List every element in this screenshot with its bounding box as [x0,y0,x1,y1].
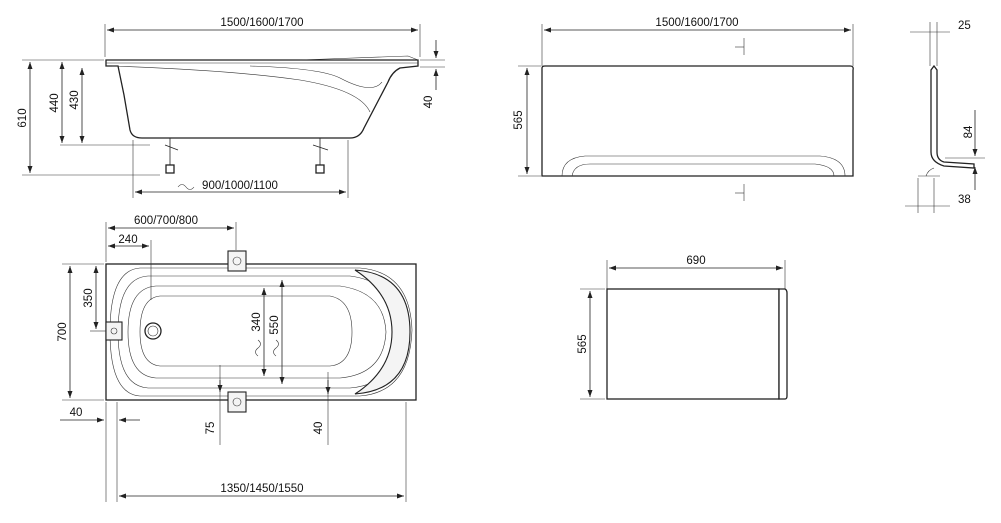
side-height-total-label: 610 [17,108,29,127]
side-view: 1500/1600/1700 610 440 430 [17,17,445,198]
top-550-label: 550 [269,315,281,334]
top-340-label: 340 [251,312,263,331]
end-panel-view: 690 565 [577,255,788,400]
rim-contour [109,267,413,397]
headrest-contour [299,55,419,61]
end-panel-edge [778,288,788,400]
top-edge-label: 40 [70,407,83,419]
bracket-top-hole [232,256,242,266]
leg-left [164,138,179,174]
top-width-label: 700 [57,322,69,341]
top-offset-b-label: 240 [118,234,137,246]
front-panel-body [541,65,854,177]
panel-cutout [561,155,846,177]
drain-outer [144,322,162,340]
top-inner-length-label: 1350/1450/1550 [220,483,303,495]
front-panel-view: 1500/1600/1700 565 [513,17,854,201]
end-height-label: 565 [577,334,589,353]
inner-contour [249,65,383,88]
holder-left-hole [110,327,118,335]
inner-contour-2 [127,285,387,379]
holder-left [105,321,123,341]
leg-right [312,138,329,174]
side-leg-span-label: 900/1000/1100 [202,180,278,192]
side-rim-label: 40 [423,96,435,109]
bracket-top [227,250,247,272]
end-panel-body [606,288,780,400]
approx-symbol [273,339,279,357]
top-40b-label: 40 [313,422,325,435]
top-inner-label: 350 [83,288,95,307]
bathtub-side-body [105,59,419,139]
side-length-label: 1500/1600/1700 [220,17,303,29]
profile-bottom-label: 38 [958,194,971,206]
approx-symbol [177,184,195,190]
profile-mid-label: 84 [963,125,975,138]
profile-foot [925,167,935,177]
side-height-inner-label: 430 [69,90,81,109]
panel-height-label: 565 [513,110,525,129]
approx-symbol [255,339,261,357]
side-height-outer-label: 440 [49,93,61,112]
drain-inner [147,325,159,337]
panel-length-label: 1500/1600/1700 [655,17,738,29]
profile-top-label: 25 [958,20,971,32]
panel-cutout-inner [571,163,835,177]
inner-contour [111,65,371,113]
panel-profile-shape [930,64,975,169]
end-length-label: 690 [686,255,705,267]
bracket-bottom-hole [232,397,242,407]
top-75-label: 75 [205,422,217,435]
headrest [354,269,411,395]
top-offset-a-label: 600/700/800 [134,215,198,227]
top-view: 600/700/800 240 700 350 340 550 40 1350/… [57,215,417,502]
panel-profile-view: 25 84 38 [905,20,985,213]
basin-outline [139,295,353,367]
bracket-bottom [227,391,247,413]
